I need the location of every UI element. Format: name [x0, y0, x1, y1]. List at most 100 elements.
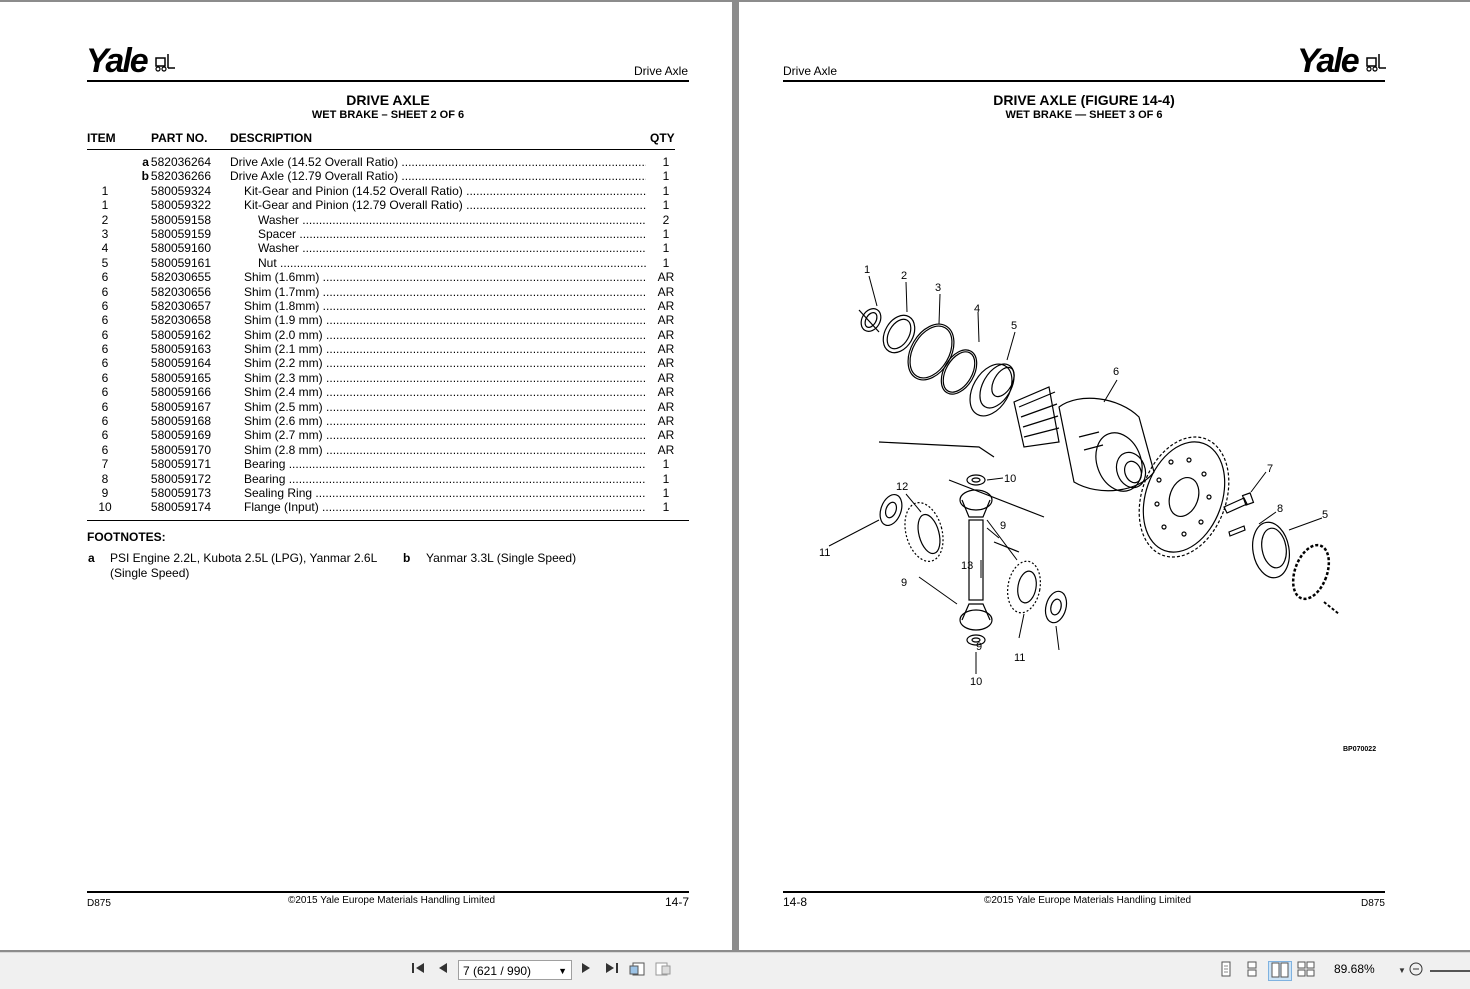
item-number: 2: [101, 212, 109, 227]
callout-7: 7: [1267, 463, 1273, 475]
column-header-item: ITEM: [87, 131, 116, 145]
footer-doc-code: D875: [1361, 898, 1385, 909]
item-number: 6: [101, 370, 109, 385]
part-description: Shim (2.4 mm) ..........................…: [230, 385, 646, 399]
continuous-facing-view-button[interactable]: [1296, 961, 1316, 981]
part-number-value: 582030657: [150, 298, 211, 313]
zoom-out-icon: [1409, 962, 1423, 976]
zoom-out-button[interactable]: [1406, 961, 1426, 981]
forklift-icon: [1366, 54, 1386, 72]
part-number-value: 580059170: [150, 442, 211, 457]
part-description-text: Shim (1.7mm): [244, 284, 320, 299]
quantity: AR: [657, 399, 675, 414]
part-description-text: Shim (1.6mm): [244, 270, 320, 285]
part-description-text: Shim (2.8 mm): [244, 442, 323, 457]
part-description: Bearing ................................…: [230, 472, 646, 486]
part-number-value: 580059322: [150, 198, 211, 213]
part-description: Shim (2.2 mm) ..........................…: [230, 356, 646, 370]
footer-doc-code: D875: [87, 898, 111, 909]
part-variant-key: a: [142, 155, 149, 169]
figure-title: DRIVE AXLE (FIGURE 14-4): [993, 92, 1175, 108]
zoom-slider[interactable]: [1430, 970, 1470, 972]
facing-view-button[interactable]: [1268, 961, 1292, 981]
column-header-qty: QTY: [650, 131, 675, 145]
part-number: 580059168: [137, 414, 211, 428]
callout-11-right: 11: [1014, 652, 1025, 664]
part-description: Kit-Gear and Pinion (12.79 Overall Ratio…: [230, 198, 646, 212]
previous-view-button[interactable]: [627, 961, 647, 981]
brand-wordmark: Yale: [1297, 42, 1360, 80]
part-number: 580059163: [137, 342, 211, 356]
part-description: Shim (1.8mm) ...........................…: [230, 299, 646, 313]
part-number-value: 580059167: [150, 399, 211, 414]
leader-dots: ........................................…: [326, 370, 646, 385]
part-number-value: 580059324: [150, 183, 211, 198]
part-number: 580059162: [137, 328, 211, 342]
item-number: 6: [101, 284, 109, 299]
item-number: 5: [101, 255, 109, 270]
item-number: 9: [101, 485, 109, 500]
leader-dots: ........................................…: [466, 183, 646, 198]
footer-copyright: ©2015 Yale Europe Materials Handling Lim…: [984, 895, 1192, 906]
item-number: 7: [101, 457, 109, 472]
callout-9-top: 9: [1000, 520, 1006, 532]
part-description: Washer .................................…: [230, 213, 646, 227]
part-number-value: 580059162: [150, 327, 211, 342]
part-description-text: Sealing Ring: [244, 485, 313, 500]
previous-page-button[interactable]: [433, 961, 453, 981]
part-description: Washer .................................…: [230, 241, 646, 255]
leader-dots: ........................................…: [326, 428, 646, 443]
part-number-value: 582036264: [150, 155, 211, 169]
page-number-select[interactable]: 7 (621 / 990) ▼: [458, 960, 572, 980]
part-description-text: Washer: [258, 212, 299, 227]
yale-logo: Yale: [1297, 42, 1386, 81]
part-number-value: 582030655: [150, 270, 211, 285]
zoom-level[interactable]: 89.68%: [1334, 962, 1375, 976]
item-number: 6: [101, 327, 109, 342]
part-number-value: 580059164: [150, 356, 211, 371]
single-page-view-button[interactable]: [1216, 961, 1236, 981]
continuous-view-button[interactable]: [1242, 961, 1262, 981]
part-number-value: 580059165: [150, 370, 211, 385]
part-description: Sealing Ring ...........................…: [230, 486, 646, 500]
part-description-text: Shim (2.0 mm): [244, 327, 323, 342]
quantity: AR: [657, 270, 675, 285]
zoom-menu-button[interactable]: ▼: [1392, 961, 1412, 981]
table-row: 2 580059158 Washer .......................…: [87, 213, 689, 227]
next-page-button[interactable]: [576, 961, 596, 981]
part-number-value: 580059169: [150, 428, 211, 443]
part-description: Kit-Gear and Pinion (14.52 Overall Ratio…: [230, 184, 646, 198]
part-description-text: Bearing: [244, 457, 286, 472]
next-view-button[interactable]: [653, 961, 673, 981]
item-number: 6: [101, 270, 109, 285]
leader-dots: ........................................…: [326, 356, 646, 371]
leader-dots: ........................................…: [322, 298, 646, 313]
item-number: 6: [101, 298, 109, 313]
item-number: 6: [101, 356, 109, 371]
last-page-button[interactable]: [601, 961, 621, 981]
quantity: AR: [657, 284, 675, 299]
part-description: Shim (2.3 mm) ..........................…: [230, 371, 646, 385]
leader-dots: ........................................…: [315, 485, 646, 500]
part-number-value: 580059168: [150, 414, 211, 429]
part-description-text: Washer: [258, 241, 299, 256]
part-number: 580059158: [137, 213, 211, 227]
leader-dots: ........................................…: [326, 414, 646, 429]
part-number-value: 580059163: [150, 342, 211, 357]
quantity: 1: [662, 500, 670, 515]
first-page-button[interactable]: [409, 961, 429, 981]
part-number-value: 582030656: [150, 284, 211, 299]
callout-9-bottom: 9: [976, 641, 982, 653]
footer-page-number: 14-8: [783, 895, 808, 909]
item-number: 10: [98, 500, 112, 515]
quantity: 1: [662, 241, 670, 256]
part-number: 582030655: [137, 270, 211, 284]
callout-2: 2: [901, 270, 907, 282]
